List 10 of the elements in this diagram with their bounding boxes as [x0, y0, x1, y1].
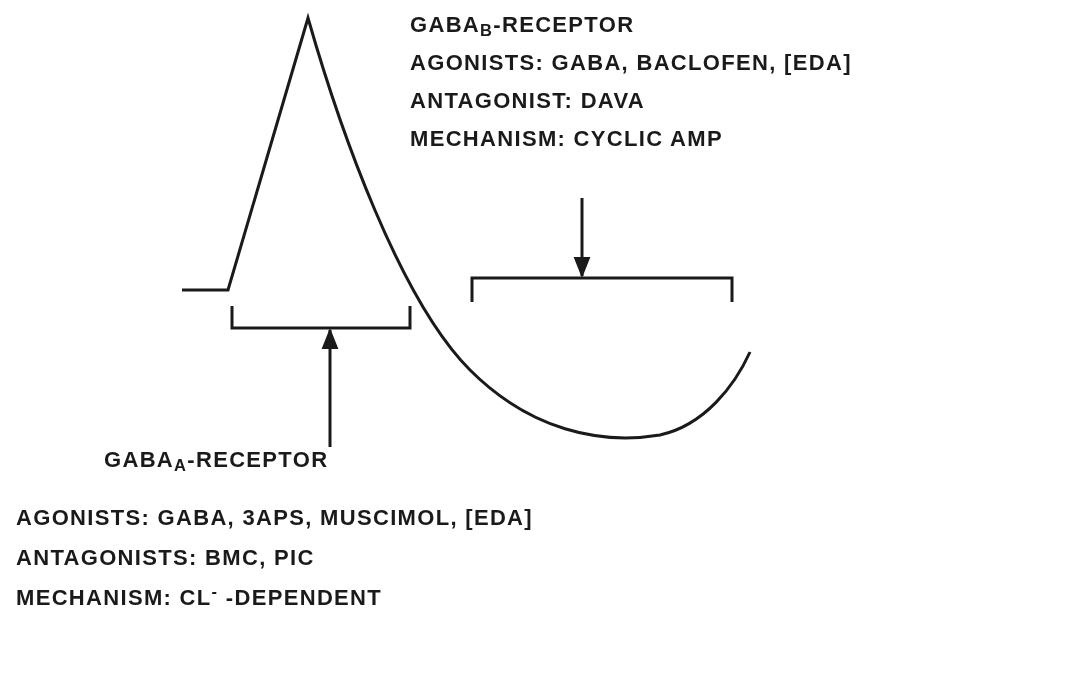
receptor-property: ANTAGONIST: DAVA — [410, 88, 646, 114]
arrow — [573, 198, 591, 279]
receptor-property: MECHANISM: CL$^{-}$ -DEPENDENT — [16, 585, 384, 611]
receptor-property: AGONISTS: GABA, BACLOFEN, [EDA] — [410, 50, 853, 76]
receptor-property: MECHANISM: CYCLIC AMP — [410, 126, 724, 152]
arrow — [321, 327, 339, 447]
receptor-property: AGONISTS: GABA, 3APS, MUSCIMOL, [EDA] — [16, 505, 534, 531]
receptor-property: ANTAGONISTS: BMC, PIC — [16, 545, 316, 571]
receptor-heading: GABA$_{A}$-RECEPTOR — [104, 447, 330, 473]
receptor-heading: GABA$_{B}$-RECEPTOR — [410, 12, 636, 38]
